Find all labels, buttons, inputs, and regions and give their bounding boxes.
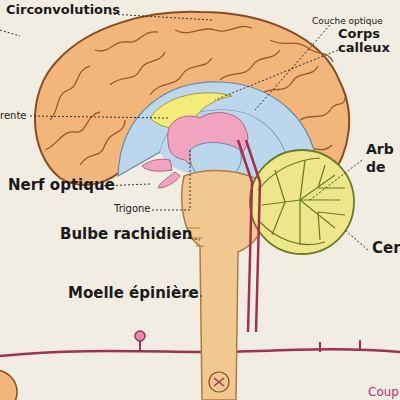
optic-chiasm bbox=[158, 172, 180, 188]
part-label: Couche optique bbox=[312, 17, 383, 27]
leader-lines bbox=[0, 14, 368, 296]
part-label: Trigone bbox=[114, 203, 150, 214]
part-label: Cer bbox=[372, 240, 400, 257]
cord-section-mark bbox=[214, 378, 224, 386]
part-label: Nerf optique bbox=[8, 177, 115, 194]
part-label: Coup bbox=[368, 386, 399, 399]
part-label: Corps calleux bbox=[338, 27, 398, 56]
cord-section bbox=[209, 372, 229, 392]
part-label: Circonvolutions bbox=[6, 3, 120, 17]
part-label: Bulbe rachidien bbox=[60, 226, 192, 243]
part-label: de bbox=[366, 160, 386, 175]
optic-nerve bbox=[142, 159, 172, 171]
part-label: Moelle épinière bbox=[68, 285, 199, 302]
nerve-branch bbox=[320, 340, 360, 352]
nerve-line bbox=[0, 349, 400, 356]
arbor-vitae bbox=[258, 158, 345, 245]
nerve-bulb bbox=[135, 331, 145, 341]
nerve-ganglion bbox=[0, 370, 17, 400]
part-label: Arb bbox=[366, 142, 394, 157]
nerve-tract bbox=[246, 140, 260, 332]
nerve-branch bbox=[139, 340, 141, 352]
nerve-tract bbox=[238, 140, 252, 332]
part-label: rente bbox=[0, 110, 26, 121]
cerebellum bbox=[250, 150, 354, 254]
